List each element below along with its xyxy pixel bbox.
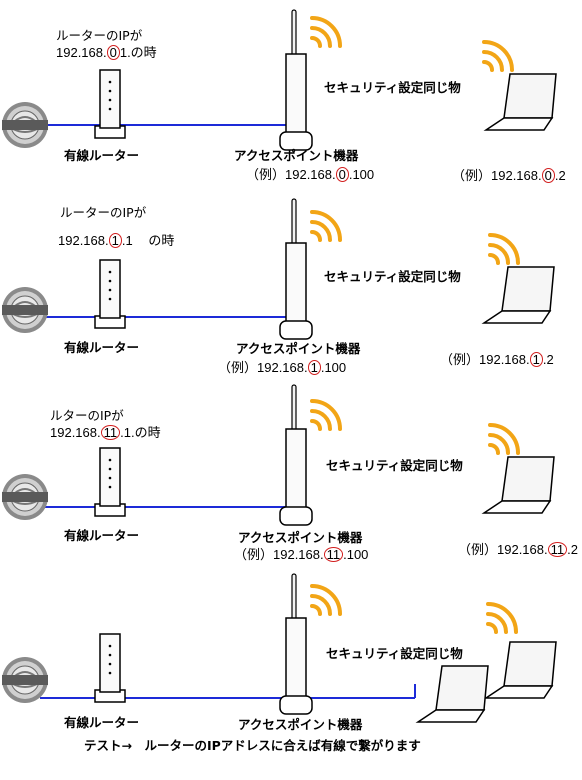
internet-globe-icon xyxy=(2,474,48,520)
security-settings-label: セキュリティ設定同じ物 xyxy=(326,458,463,473)
highlight-circle: 0 xyxy=(541,168,555,183)
wired-router-icon xyxy=(94,447,126,517)
access-point-ip-example: （例）192.168.1.100 xyxy=(218,360,347,375)
laptop-icon xyxy=(483,73,557,131)
access-point-icon xyxy=(279,573,313,715)
wifi-signal-icon xyxy=(310,210,342,242)
client-ip-example: （例）192.168.1.2 xyxy=(440,352,554,367)
laptop-icon xyxy=(483,641,557,699)
router-ip-address: 192.168.11.1.の時 xyxy=(50,425,161,440)
highlight-circle: 1 xyxy=(307,360,321,375)
highlight-circle: 11 xyxy=(547,542,568,557)
panel-1-graphics xyxy=(2,9,557,151)
router-ip-address: 192.168.1.1 の時 xyxy=(58,233,175,248)
wifi-signal-icon xyxy=(486,602,518,634)
access-point-icon xyxy=(279,384,313,526)
diagram-panel-2: ルーターのIPが 192.168.1.1 の時 有線ルーター アクセスポイント機… xyxy=(0,195,582,385)
access-point-ip-example: （例）192.168.11.100 xyxy=(234,547,369,562)
internet-globe-icon xyxy=(2,657,48,703)
router-ip-caption: ルーターのIPが xyxy=(56,28,143,43)
panel-2-graphics xyxy=(2,198,555,340)
highlight-circle: 0 xyxy=(335,167,349,182)
highlight-circle: 11 xyxy=(100,425,121,440)
test-note: テスト→ ルーターのIPアドレスに合えば有線で繋がります xyxy=(84,738,421,753)
diagram-panel-4: セキュリティ設定同じ物 有線ルーター アクセスポイント機器 テスト→ ルーターの… xyxy=(0,573,582,780)
wifi-signal-icon xyxy=(310,16,342,48)
panel-4-graphics xyxy=(2,573,557,723)
laptop-icon xyxy=(481,456,555,514)
router-label: 有線ルーター xyxy=(64,148,140,163)
highlight-circle: 11 xyxy=(323,547,344,562)
access-point-ip-example: （例）192.168.0.100 xyxy=(246,167,375,182)
highlight-circle: 1 xyxy=(108,233,122,248)
access-point-label: アクセスポイント機器 xyxy=(238,717,363,732)
wifi-signal-icon xyxy=(482,40,514,72)
access-point-label: アクセスポイント機器 xyxy=(236,341,361,356)
highlight-circle: 1 xyxy=(529,352,543,367)
router-label: 有線ルーター xyxy=(64,528,140,543)
highlight-circle: 0 xyxy=(106,45,120,60)
client-ip-example: （例）192.168.0.2 xyxy=(452,168,566,183)
wired-router-icon xyxy=(94,633,126,703)
internet-globe-icon xyxy=(2,102,48,148)
router-label: 有線ルーター xyxy=(64,715,140,730)
wifi-signal-icon xyxy=(310,399,342,431)
wired-router-icon xyxy=(94,259,126,329)
security-settings-label: セキュリティ設定同じ物 xyxy=(324,80,461,95)
wired-router-icon xyxy=(94,69,126,139)
access-point-icon xyxy=(279,198,313,340)
access-point-icon xyxy=(279,9,313,151)
router-label: 有線ルーター xyxy=(64,340,140,355)
router-ip-caption: ルーターのIPが xyxy=(60,205,147,220)
internet-globe-icon xyxy=(2,287,48,333)
panel-3-graphics xyxy=(2,384,555,526)
wifi-signal-icon xyxy=(488,423,520,455)
client-ip-example: （例）192.168.11.2 xyxy=(458,542,578,557)
security-settings-label: セキュリティ設定同じ物 xyxy=(326,646,463,661)
access-point-label: アクセスポイント機器 xyxy=(234,148,359,163)
security-settings-label: セキュリティ設定同じ物 xyxy=(324,269,461,284)
wifi-signal-icon xyxy=(488,233,520,265)
router-ip-caption: ルターのIPが xyxy=(50,408,124,423)
wired-laptop-icon xyxy=(415,665,489,723)
laptop-icon xyxy=(481,266,555,324)
diagram-panel-3: ルターのIPが 192.168.11.1.の時 有線ルーター アクセスポイント機… xyxy=(0,384,582,580)
access-point-label: アクセスポイント機器 xyxy=(238,530,363,545)
wifi-signal-icon xyxy=(310,584,342,616)
